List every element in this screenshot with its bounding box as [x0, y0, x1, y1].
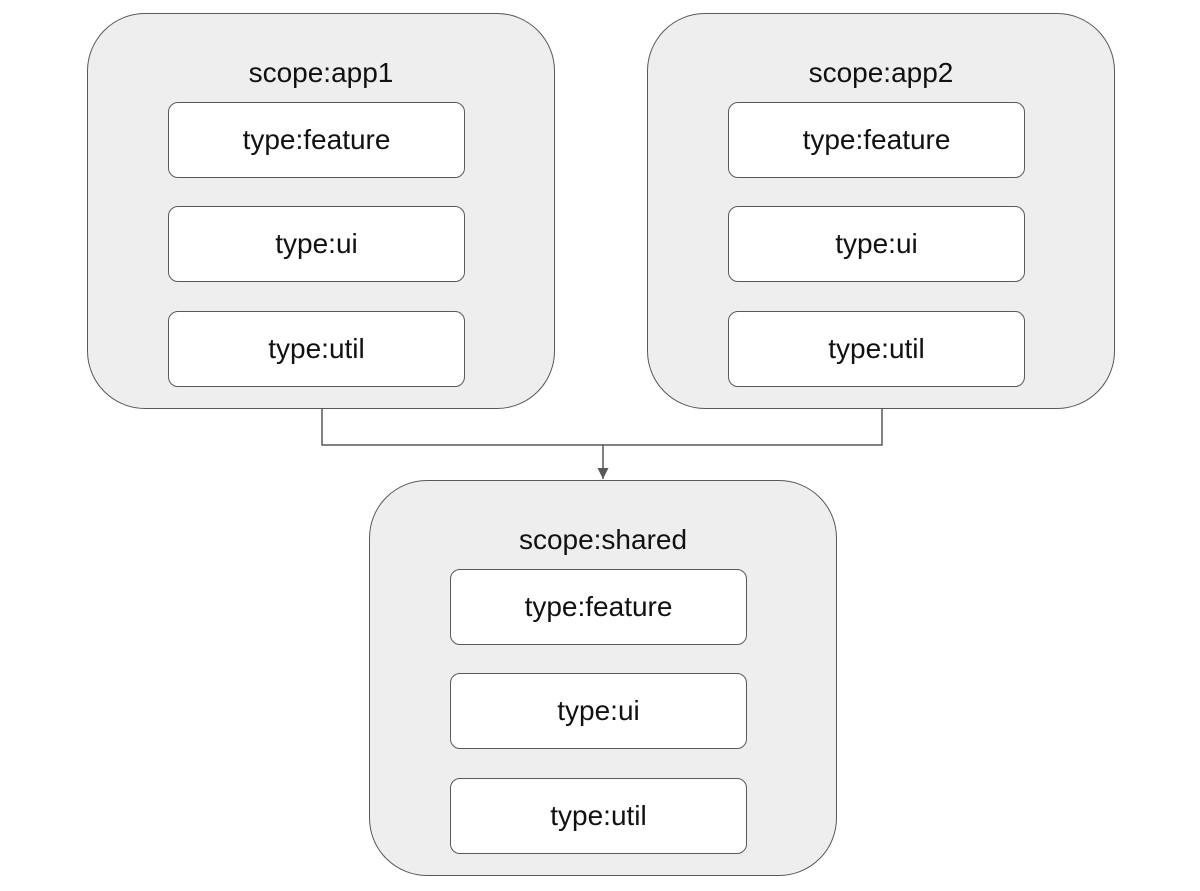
scope-shared-container: scope:shared type:feature type:ui type:u…: [369, 480, 837, 876]
edge-app1-to-shared: [321, 409, 603, 446]
scope-title: scope:app2: [808, 57, 954, 88]
type-util-box: type:util: [450, 778, 747, 854]
edge-app2-to-shared: [597, 409, 883, 479]
type-util-box: type:util: [728, 311, 1025, 387]
type-feature-box: type:feature: [168, 102, 465, 178]
scope-app2-container: scope:app2 type:feature type:ui type:uti…: [647, 13, 1115, 409]
scope-title: scope:app1: [248, 57, 394, 88]
type-ui-box: type:ui: [450, 673, 747, 749]
scope-title: scope:shared: [518, 524, 688, 555]
scope-app1-container: scope:app1 type:feature type:ui type:uti…: [87, 13, 555, 409]
type-ui-box: type:ui: [168, 206, 465, 282]
type-feature-box: type:feature: [728, 102, 1025, 178]
type-feature-box: type:feature: [450, 569, 747, 645]
type-util-box: type:util: [168, 311, 465, 387]
type-ui-box: type:ui: [728, 206, 1025, 282]
